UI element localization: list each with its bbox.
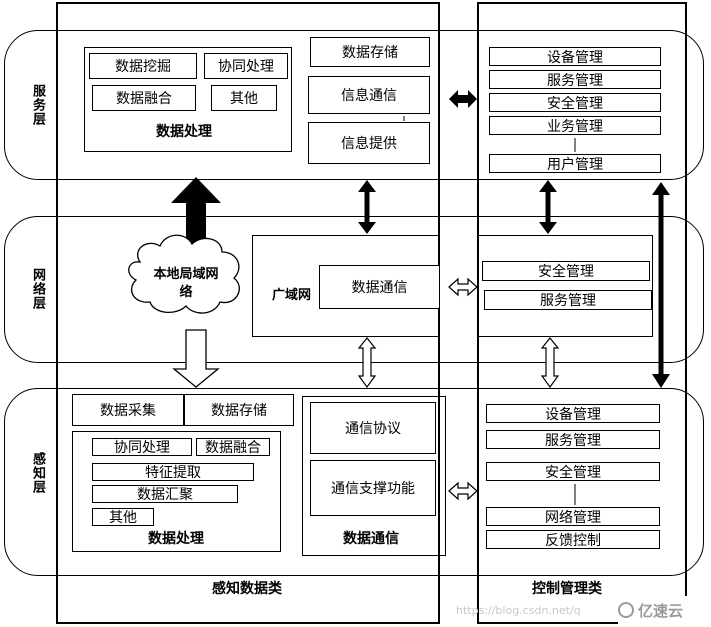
p-collab-box: 协同处理 (92, 438, 192, 456)
net-mgmt-item: 服务管理 (484, 290, 652, 310)
other-box: 其他 (211, 85, 277, 111)
network-layer-band (4, 216, 704, 363)
comm-protocol-box: 通信协议 (310, 402, 436, 454)
service-processing-caption: 数据处理 (156, 124, 212, 140)
collab-processing-box: 协同处理 (204, 53, 288, 79)
control-management-column (477, 2, 687, 624)
control-management-column-caption: 控制管理类 (532, 581, 602, 597)
network-layer-label: 网络层 (30, 268, 45, 310)
arrowhead (358, 222, 376, 234)
lan-cloud-icon (128, 234, 240, 314)
perception-storage-box: 数据存储 (184, 394, 294, 426)
p-fusion-box: 数据融合 (196, 438, 270, 456)
perception-processing-caption: 数据处理 (148, 531, 204, 547)
perc-mgmt-item: 网络管理 (486, 507, 660, 526)
perc-mgmt-item: 反馈控制 (486, 530, 660, 549)
perception-comm-group (302, 396, 446, 556)
horizontal-double-arrow-icon (449, 90, 477, 108)
perception-layer-band (4, 388, 704, 576)
wan-label: 广域网 (272, 288, 312, 303)
svc-mgmt-item: 用户管理 (489, 154, 661, 173)
network-data-comm-box: 数据通信 (319, 265, 440, 309)
data-collect-box: 数据采集 (72, 394, 184, 426)
feature-extract-box: 特征提取 (92, 463, 254, 481)
perception-data-comm-caption: 数据通信 (343, 531, 399, 547)
perception-layer-label: 感知层 (30, 452, 45, 494)
svc-mgmt-item: 安全管理 (489, 93, 661, 112)
p-other-box: 其他 (92, 508, 154, 526)
data-aggregate-box: 数据汇聚 (92, 485, 238, 503)
arrowhead (539, 180, 557, 192)
info-provide-box: 信息提供 (308, 122, 430, 164)
comm-support-box: 通信支撑功能 (310, 460, 436, 516)
service-processing-group (84, 47, 292, 152)
watermark-url: https://blog.csdn.net/q (456, 604, 581, 617)
service-layer-band (4, 30, 704, 180)
hollow-double-arrow-icon (448, 277, 478, 297)
svc-mgmt-item: 服务管理 (489, 70, 661, 89)
lan-label: 本地局域网络 (153, 267, 219, 300)
downward-hollow-arrow-icon (172, 329, 220, 388)
logo-area: 亿速云 (618, 596, 708, 624)
net-mgmt-item: 安全管理 (482, 261, 650, 281)
hollow-double-arrow-icon (448, 481, 478, 501)
arrowhead (539, 222, 557, 234)
perception-processing-group (72, 431, 281, 552)
service-storage-box: 数据存储 (310, 37, 430, 67)
arrowhead (652, 182, 670, 195)
hollow-vertical-double-arrow-icon (540, 337, 560, 389)
logo-mark-icon (618, 602, 634, 618)
svc-mgmt-item: 业务管理 (489, 116, 661, 135)
perc-mgmt-item: 服务管理 (486, 430, 660, 449)
perc-mgmt-item: 安全管理 (486, 462, 660, 481)
perception-data-column-caption: 感知数据类 (212, 581, 282, 597)
arrowhead (652, 374, 670, 388)
data-fusion-box: 数据融合 (92, 85, 196, 111)
network-mgmt-group (477, 235, 653, 337)
info-comm-box: 信息通信 (308, 76, 430, 114)
arrowhead (358, 180, 376, 192)
svc-mgmt-item: 设备管理 (489, 47, 661, 66)
hollow-vertical-double-arrow-icon (357, 337, 377, 389)
perc-mgmt-item: 设备管理 (486, 404, 660, 423)
data-mining-box: 数据挖掘 (89, 53, 197, 79)
upward-data-arrow-icon (171, 177, 221, 253)
logo-text: 亿速云 (638, 601, 684, 620)
service-layer-label: 服务层 (30, 84, 45, 126)
